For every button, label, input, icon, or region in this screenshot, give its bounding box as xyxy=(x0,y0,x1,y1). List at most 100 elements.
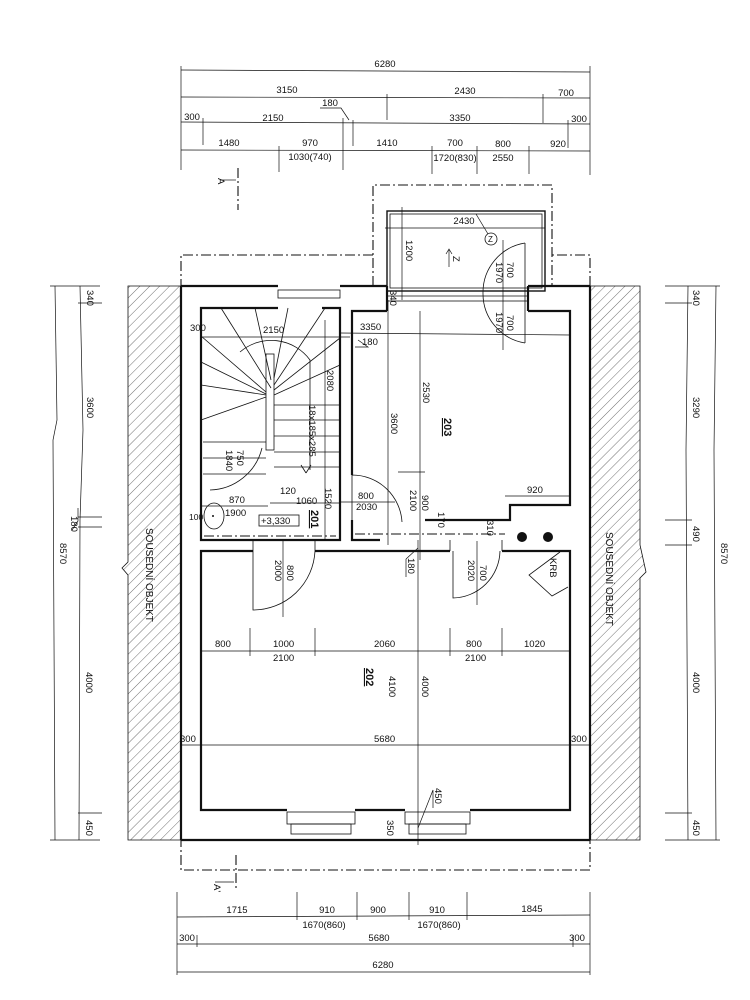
dim-label: 1410 xyxy=(376,138,397,149)
dim-label: 1020 xyxy=(524,639,545,650)
bottom-dimensions: 1715 910 900 910 1845 1670(860) 1670(860… xyxy=(176,892,591,975)
dim-label: 300 xyxy=(571,114,587,125)
dim-label: 2430 xyxy=(453,216,474,227)
dim-label: 3600 xyxy=(388,413,399,434)
dim-label: 1670(860) xyxy=(417,920,460,931)
dim-label: 2030 xyxy=(356,502,377,513)
dim-label: 350 xyxy=(384,820,395,836)
neighbor-building-left: SOUSEDNÍ OBJEKT xyxy=(121,285,182,841)
dim-label: 300 xyxy=(179,933,195,944)
dim-label: 1840 xyxy=(223,450,234,471)
dim-label: 2550 xyxy=(492,153,513,164)
neighbor-label: SOUSEDNÍ OBJEKT xyxy=(143,528,156,622)
dim-label: 4000 xyxy=(83,672,94,693)
dim-label: 1720(830) xyxy=(433,153,476,164)
dim-label: 1970 xyxy=(493,312,504,333)
dim-label: 2150 xyxy=(262,113,283,124)
dim-label: 5680 xyxy=(374,734,395,745)
dim-label: 4100 xyxy=(386,676,397,697)
dim-label: 310 xyxy=(484,520,495,536)
dim-label: 180 xyxy=(405,558,416,574)
dim-label: 800 xyxy=(215,639,231,650)
dim-label: 300 xyxy=(190,323,206,334)
dim-label: 3150 xyxy=(276,85,297,96)
dim-label: 2530 xyxy=(420,382,431,403)
dim-label: 2080 xyxy=(324,370,335,391)
dim-label: 180 xyxy=(362,337,378,348)
dim-label: 2150 xyxy=(263,325,284,336)
dim-label: 180 xyxy=(322,98,338,109)
dim-label: 1715 xyxy=(226,905,247,916)
dim-label: 2000 xyxy=(272,560,283,581)
dim-label: 1970 xyxy=(493,262,504,283)
door-swing-202-left xyxy=(252,550,316,611)
right-dimensions: 340 3290 490 4000 450 8570 xyxy=(665,285,729,841)
dim-label: 1670(860) xyxy=(302,920,345,931)
dim-label: 1520 xyxy=(322,488,333,509)
dim-label: 870 xyxy=(229,495,245,506)
dim-label: 700 xyxy=(558,88,574,99)
floor-level: +3,330 xyxy=(261,516,290,527)
dim-label: 490 xyxy=(690,526,701,542)
window-bottom-right xyxy=(404,811,471,825)
dim-label: 800 xyxy=(466,639,482,650)
krb-label: KRB xyxy=(547,558,558,578)
section-label: A xyxy=(215,178,226,185)
room-number-202: 202 xyxy=(363,668,375,686)
dim-label: 2430 xyxy=(454,86,475,97)
room-number-203: 203 xyxy=(441,418,453,436)
top-dimensions: 6280 3150 2430 700 300 2150 180 3350 300… xyxy=(180,59,591,175)
dim-label: 2020 xyxy=(465,560,476,581)
dim-label: 170 xyxy=(435,512,446,528)
dim-label: 340 xyxy=(84,290,95,306)
dim-label: 1200 xyxy=(403,240,414,261)
dim-label: 4000 xyxy=(419,676,430,697)
dim-label: 1000 xyxy=(273,639,294,650)
north-arrow-label: Z xyxy=(450,256,461,262)
dim-label: 910 xyxy=(319,905,335,916)
left-dimensions: 340 3600 180 4000 450 8570 xyxy=(50,285,102,841)
dim-overall-top: 6280 xyxy=(374,59,395,70)
dim-label: 3290 xyxy=(690,397,701,418)
section-label: A' xyxy=(211,884,222,892)
dim-label: 700 xyxy=(447,138,463,149)
roof-outline xyxy=(180,184,591,871)
dim-label: 1030(740) xyxy=(288,152,331,163)
room-203: 3350 180 340 2530 3600 203 920 2100 900 … xyxy=(339,290,571,560)
dim-overall-bottom: 6280 xyxy=(372,960,393,971)
dim-label: 300 xyxy=(184,112,200,123)
dim-label: 800 xyxy=(358,491,374,502)
dim-label: 450 xyxy=(83,820,94,836)
room-201: 300 2150 2080 18x185x285 1840 750 870 12… xyxy=(189,307,403,540)
dim-label: 900 xyxy=(370,905,386,916)
chimney-flue-icon xyxy=(543,532,553,542)
dim-label: 300 xyxy=(180,734,196,745)
dim-label: 1060 xyxy=(296,496,317,507)
dim-label: 300 xyxy=(571,734,587,745)
dim-label: 1900 xyxy=(225,508,246,519)
dim-overall-left: 8570 xyxy=(57,543,68,564)
washbasin-icon xyxy=(203,502,225,530)
window-bottom-left xyxy=(286,811,356,825)
dim-label: 910 xyxy=(429,905,445,916)
room-202: 800 2000 700 2020 KRB 800 1000 2060 800 … xyxy=(180,540,590,845)
door-swing-201 xyxy=(351,474,403,523)
dim-label: 900 xyxy=(419,495,430,511)
dim-label: 1845 xyxy=(521,904,542,915)
dim-label: 800 xyxy=(495,139,511,150)
dim-label: 800 xyxy=(284,565,295,581)
dim-label: 3350 xyxy=(360,322,381,333)
dim-label: 700 xyxy=(504,315,515,331)
door-swing-202-right xyxy=(452,550,501,599)
dim-label: 2100 xyxy=(273,653,294,664)
dim-label: 5680 xyxy=(368,933,389,944)
dim-label: 3600 xyxy=(84,397,95,418)
door-swing-balcony xyxy=(482,242,526,344)
dim-overall-right: 8570 xyxy=(718,543,729,564)
neighbor-building-right: SOUSEDNÍ OBJEKT xyxy=(589,285,647,841)
dim-label: 450 xyxy=(432,788,443,804)
dim-label: 920 xyxy=(527,485,543,496)
room-number-201: 201 xyxy=(308,510,320,528)
dim-label: 3350 xyxy=(449,113,470,124)
neighbor-label: SOUSEDNÍ OBJEKT xyxy=(603,532,616,626)
